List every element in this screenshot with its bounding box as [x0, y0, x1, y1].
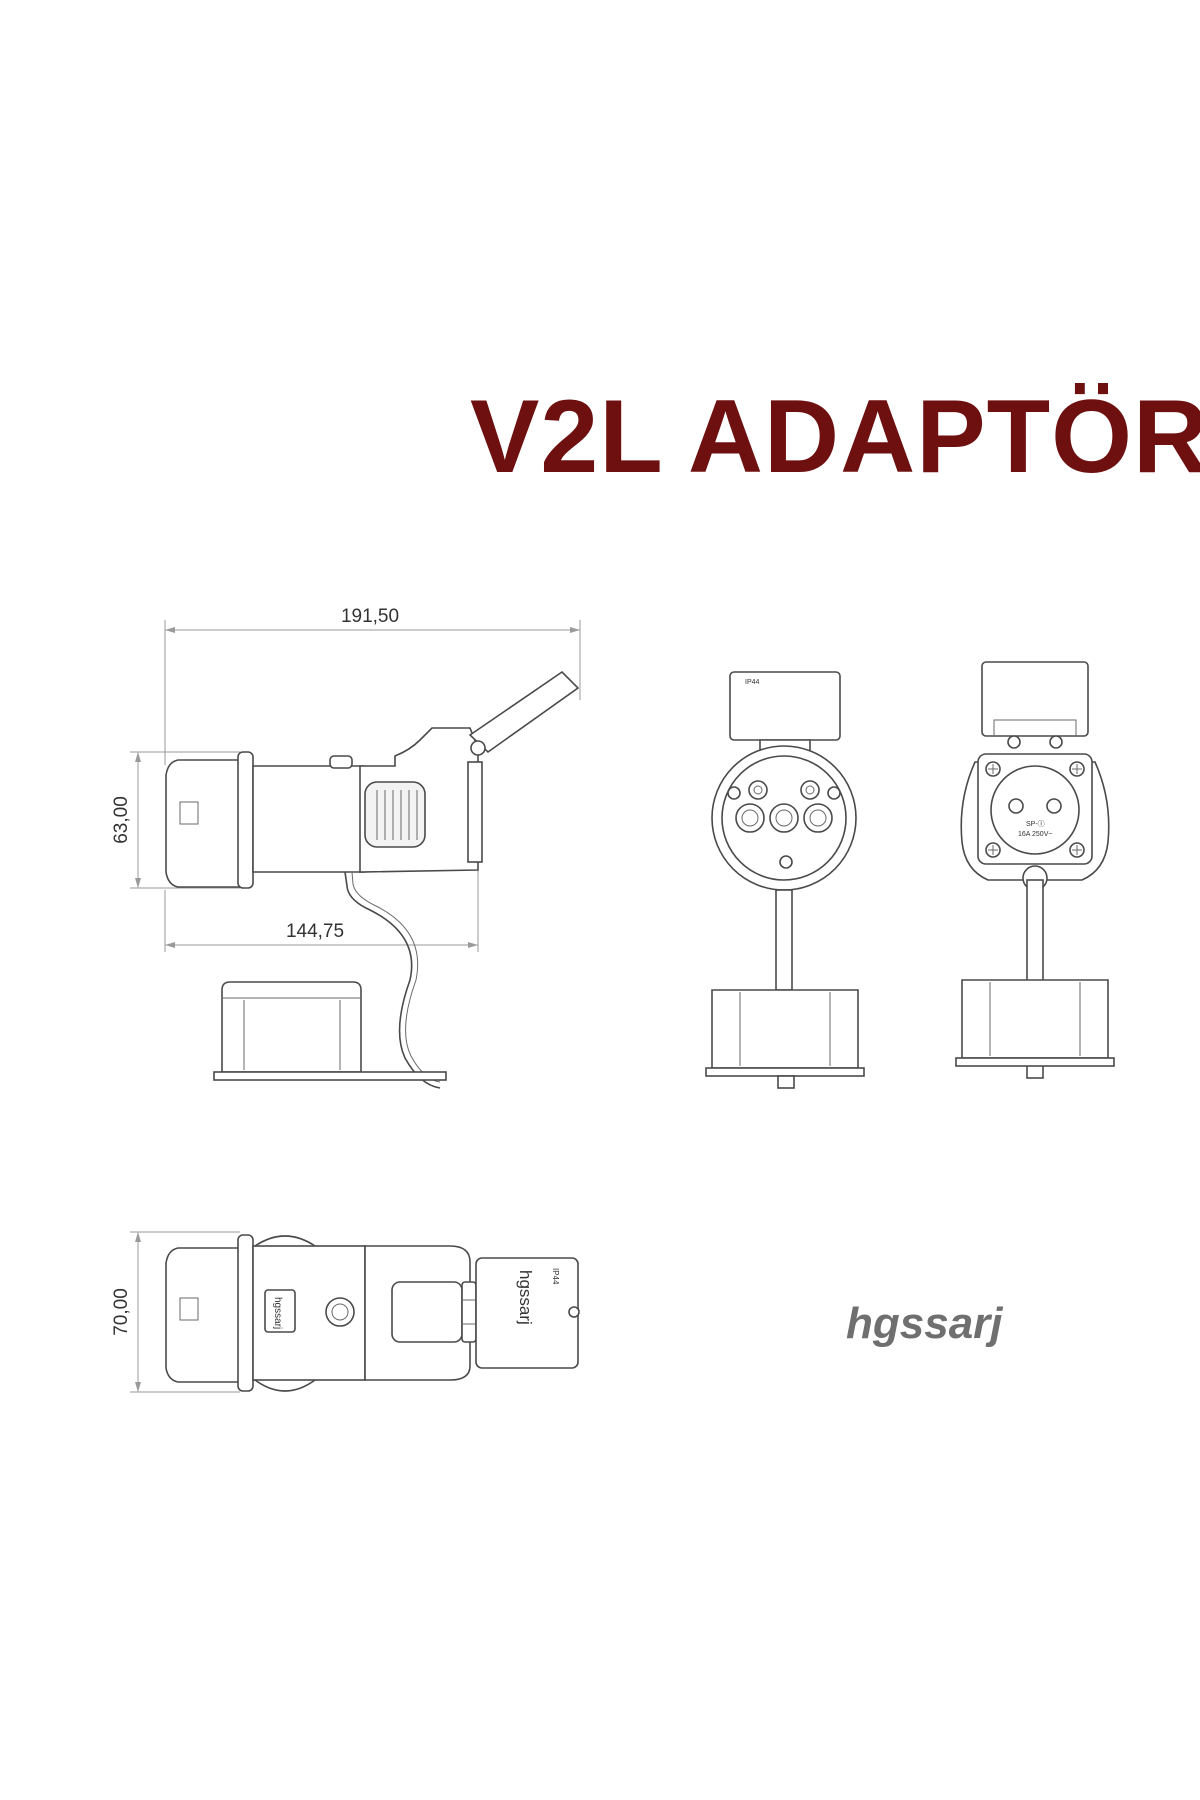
- top-lid-marking: hgssarj: [516, 1270, 535, 1325]
- top-body-marking: hgssarj: [272, 1297, 283, 1329]
- socket-hole-left: [1008, 798, 1024, 814]
- top-view: 70,00 hgssarj hgssarj IP44: [111, 1231, 580, 1393]
- top-plug-ring: [237, 1234, 254, 1392]
- plug-pins: [727, 780, 841, 869]
- plug-ring: [237, 751, 254, 889]
- socket-rating-2: 16A 250V~: [1018, 831, 1052, 838]
- dust-cap: [213, 981, 447, 1081]
- dimension-height: 63,00: [111, 751, 240, 889]
- socket-screws: [985, 761, 1085, 858]
- dimension-body-length: 144,75: [164, 870, 479, 952]
- front-tether: [775, 889, 793, 991]
- top-plug-head: [165, 1247, 243, 1383]
- rear-lid: [981, 661, 1089, 749]
- dimension-overall-length: 191,50: [164, 606, 581, 765]
- front-lid: IP44: [729, 671, 841, 758]
- top-lid-ip-marking: IP44: [551, 1268, 560, 1285]
- brand-logo: hgssarj: [846, 1299, 1003, 1348]
- adapter-body: [252, 765, 366, 873]
- dimension-width-label: 70,00: [111, 1288, 132, 1336]
- grip-pad: [364, 781, 426, 848]
- dimension-overall-length-label: 191,50: [341, 606, 399, 627]
- socket-lid: [468, 670, 580, 754]
- top-release-button: [325, 1297, 355, 1327]
- page-title: V2L ADAPTÖR: [470, 379, 1200, 495]
- dimension-body-length-label: 144,75: [286, 921, 344, 942]
- socket-face: [467, 761, 483, 863]
- socket-hole-right: [1046, 798, 1062, 814]
- front-cap: [705, 989, 865, 1089]
- plug-head: [165, 759, 243, 888]
- socket-rating-1: SP-Ⓘ: [1026, 820, 1045, 828]
- front-lid-marking: IP44: [745, 679, 760, 686]
- plug-slot: [179, 801, 199, 825]
- dimension-width: 70,00: [111, 1231, 240, 1393]
- dimension-height-label: 63,00: [111, 796, 132, 844]
- side-view: 191,50 63,00 144,75: [111, 606, 581, 1089]
- front-view-plug: IP44: [705, 671, 865, 1089]
- socket-recess: [990, 765, 1080, 855]
- tether-cable: [344, 871, 441, 1089]
- rear-cap: [955, 979, 1115, 1067]
- rear-view-socket: SP-Ⓘ 16A 250V~: [955, 661, 1115, 1079]
